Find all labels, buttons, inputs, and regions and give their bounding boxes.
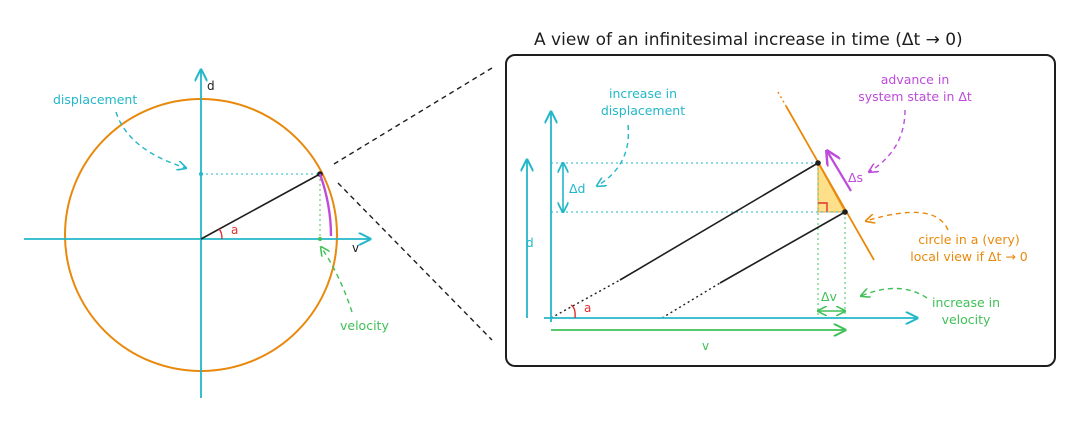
displacement-pointer-arrow [115, 111, 186, 168]
zoom-d-label: d [526, 236, 534, 250]
increase-velocity-line2: velocity [942, 312, 991, 327]
circle-local-view-line2: local view if Δt → 0 [910, 249, 1028, 264]
state-vector-t1-dotted [550, 279, 621, 319]
right-angle-marker [818, 202, 828, 212]
state-vector-t2 [719, 211, 846, 284]
angle-arc [218, 228, 223, 240]
angle-label: a [231, 223, 238, 237]
displacement-marker [199, 172, 203, 176]
delta-d-label: Δd [569, 181, 586, 196]
zoom-angle-arc [570, 304, 576, 319]
state-point-t1 [815, 160, 821, 166]
circle-local-view-arrow [866, 211, 949, 231]
d-axis-label: d [207, 79, 215, 93]
state-point-t2 [842, 209, 848, 215]
zoom-connector-top [333, 67, 493, 165]
state-vector [200, 173, 321, 240]
increase-velocity-arrow [861, 287, 928, 299]
zoom-frame [505, 54, 1056, 367]
delta-s-arrow [827, 151, 852, 192]
velocity-marker [318, 237, 322, 241]
advance-label-line1: advance in [881, 72, 950, 87]
increase-displacement-label-line1: increase in [609, 86, 677, 101]
velocity-pointer-arrow [321, 247, 353, 313]
tangent-line [785, 105, 875, 261]
state-vector-t2-dotted [661, 282, 721, 319]
advance-arrow [869, 109, 906, 172]
v-axis-label: v [352, 241, 359, 255]
state-vector-t1 [619, 162, 819, 281]
increase-velocity-line1: increase in [932, 295, 1000, 310]
zoom-panel: A view of an infinitesimal increase in t… [505, 30, 1056, 367]
increase-displacement-arrow [597, 124, 630, 186]
circle-local-view-line1: circle in a (very) [918, 232, 1020, 247]
advance-arc [318, 173, 333, 237]
delta-v-label: Δv [821, 289, 838, 304]
increase-displacement-label-line2: displacement [601, 103, 685, 118]
zoom-v-label: v [702, 339, 709, 353]
zoom-connector-bottom [337, 182, 493, 341]
delta-s-label: Δs [848, 170, 863, 185]
left-panel: a d v displacement velocity [24, 70, 389, 398]
zoom-panel-title: A view of an infinitesimal increase in t… [534, 30, 963, 50]
displacement-label: displacement [53, 92, 137, 107]
advance-label-line2: system state in Δt [858, 89, 972, 104]
zoom-angle-label: a [584, 301, 591, 315]
velocity-label: velocity [340, 318, 389, 333]
tangent-line-dot-top [777, 91, 787, 107]
